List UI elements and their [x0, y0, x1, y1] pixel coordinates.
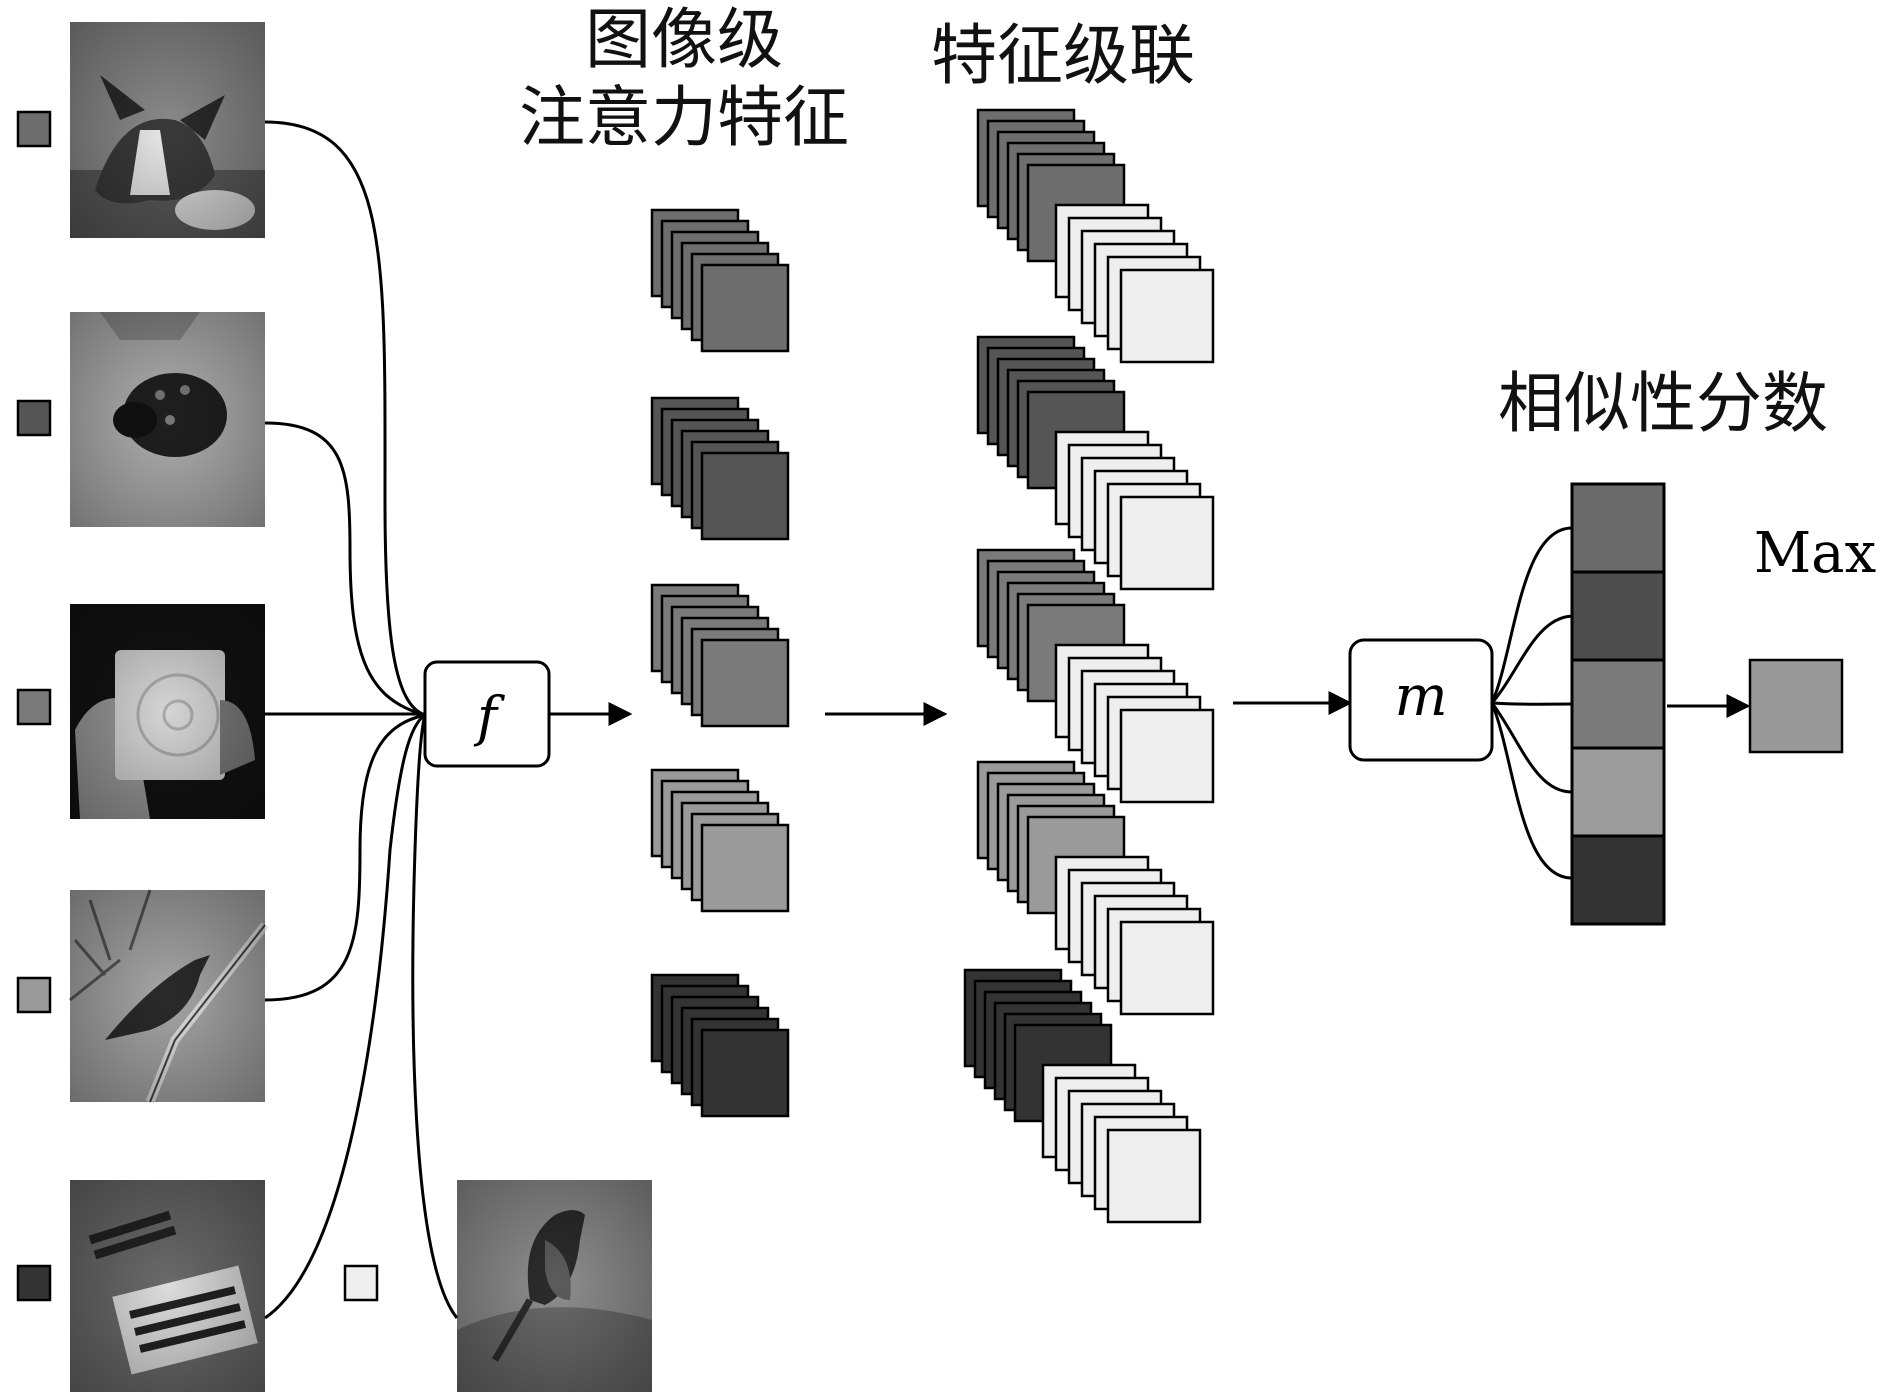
score-cell: [1570, 482, 1666, 574]
max-label: Max: [1754, 521, 1876, 586]
attention-stack: [650, 583, 790, 728]
score-cell: [1570, 570, 1666, 662]
score-cell: [1570, 834, 1666, 926]
query-image-robin: [457, 1180, 652, 1392]
heading-feature-concat: 特征级联: [931, 17, 1195, 94]
label-square-dog: [16, 110, 52, 148]
concat-stack: [976, 548, 1215, 804]
feature-map-query: [1119, 920, 1215, 1016]
support-label-squares: [16, 110, 379, 1302]
feature-map: [700, 1028, 790, 1118]
concat-stack: [976, 108, 1215, 364]
heading-image-attention-line1: 图像级: [585, 1, 783, 78]
label-square-harmonica: [16, 1264, 52, 1302]
heading-image-attention-line2: 注意力特征: [519, 79, 849, 156]
support-image-ipod: [70, 604, 265, 819]
support-image-dog: [70, 22, 265, 238]
concat-stack: [976, 760, 1215, 1016]
attention-stack: [650, 973, 790, 1118]
input-wires: [264, 120, 459, 1320]
function-f: f: [423, 660, 551, 768]
feature-map: [700, 638, 790, 728]
label-square-ipod: [16, 688, 52, 726]
feature-map-query: [1119, 495, 1215, 591]
score-cell: [1570, 746, 1666, 838]
label-square-bird-branch: [16, 976, 52, 1014]
feature-map-query: [1119, 268, 1215, 364]
attention-stack: [650, 396, 790, 541]
support-image-ladybug: [70, 312, 265, 527]
similarity-score-column: [1570, 482, 1666, 926]
m-label: m: [1394, 664, 1447, 729]
support-images: [69, 22, 269, 1392]
support-image-bird-branch: [69, 889, 269, 1104]
function-m: m: [1348, 638, 1494, 762]
heading-similarity: 相似性分数: [1498, 365, 1828, 442]
feature-map: [700, 263, 790, 353]
heading-image-attention: 图像级 注意力特征: [519, 1, 849, 156]
concat-feature-stacks: [963, 108, 1215, 1224]
feature-map-query: [1106, 1128, 1202, 1224]
max-output-square: [1748, 658, 1844, 754]
feature-map: [700, 823, 790, 913]
score-cell: [1570, 658, 1666, 750]
attention-stack: [650, 208, 790, 353]
feature-map-query: [1119, 708, 1215, 804]
concat-stack: [976, 335, 1215, 591]
score-wires: [1490, 526, 1573, 880]
label-square-ladybug: [16, 399, 52, 437]
feature-map: [700, 451, 790, 541]
attention-feature-stacks: [650, 208, 790, 1118]
concat-stack: [963, 968, 1202, 1224]
label-square-query: [343, 1264, 379, 1302]
attention-stack: [650, 768, 790, 913]
support-image-harmonica: [70, 1180, 265, 1392]
